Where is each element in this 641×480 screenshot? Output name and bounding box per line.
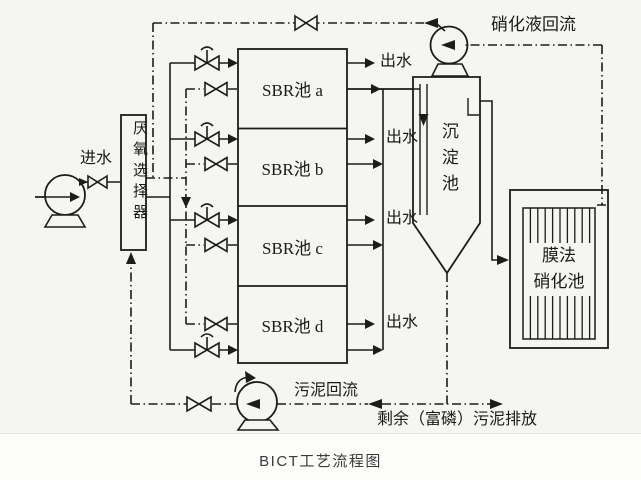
effluent-label-c: 出水 <box>386 210 419 227</box>
anaerobic-selector-label: 厌氧选择器 <box>131 120 147 225</box>
sbr-recycle-valve-icons <box>204 81 228 332</box>
sbr-tank-a-label: SBR池 a <box>262 81 323 100</box>
flow-arrowheads <box>70 18 509 409</box>
effluent-lines <box>347 62 366 325</box>
caption-band <box>0 433 641 480</box>
sludge-line <box>130 263 490 405</box>
effluent-label-a: 出水 <box>380 53 413 70</box>
nitrified-return-label: 硝化液回流 <box>491 15 576 34</box>
sbr-feed-valve-icons <box>194 46 220 359</box>
membrane-suction-line <box>462 44 607 206</box>
membrane-tank-label-line1: 膜法 <box>542 246 576 265</box>
sbr-tank-b-label: SBR池 b <box>261 159 324 179</box>
clarified-water-line <box>480 100 497 261</box>
influent-label: 进水 <box>80 150 113 167</box>
sbr-tank-d-label: SBR池 d <box>261 317 324 336</box>
top-recycle-valve-icon <box>294 14 318 32</box>
influent-pump-icon <box>43 174 87 228</box>
sedimentation-tank-label: 沉淀池 <box>438 122 458 200</box>
sludge-return-label: 污泥回流 <box>294 382 359 399</box>
membrane-tank-label: 膜法 硝化池 <box>526 243 592 296</box>
nitrified-return-pump-icon <box>429 23 470 77</box>
anaerobic-selector-box <box>120 114 147 251</box>
effluent-label-b: 出水 <box>386 129 419 146</box>
influent-valve-icon <box>87 174 108 190</box>
sedimentation-tank-outline <box>412 76 481 275</box>
sbr-tanks-outline <box>237 48 348 364</box>
excess-sludge-label: 剩余（富磷）污泥排放 <box>377 411 538 428</box>
top-recycle-line <box>146 22 424 179</box>
feed-manifold-lines <box>146 62 229 351</box>
sbr-tank-c-label: SBR池 c <box>262 238 323 258</box>
sludge-return-valve-icon <box>186 395 212 413</box>
membrane-tank-label-line2: 硝化池 <box>533 272 585 292</box>
diagram-caption: BICT工艺流程图 <box>259 453 382 470</box>
effluent-label-d: 出水 <box>386 314 419 331</box>
